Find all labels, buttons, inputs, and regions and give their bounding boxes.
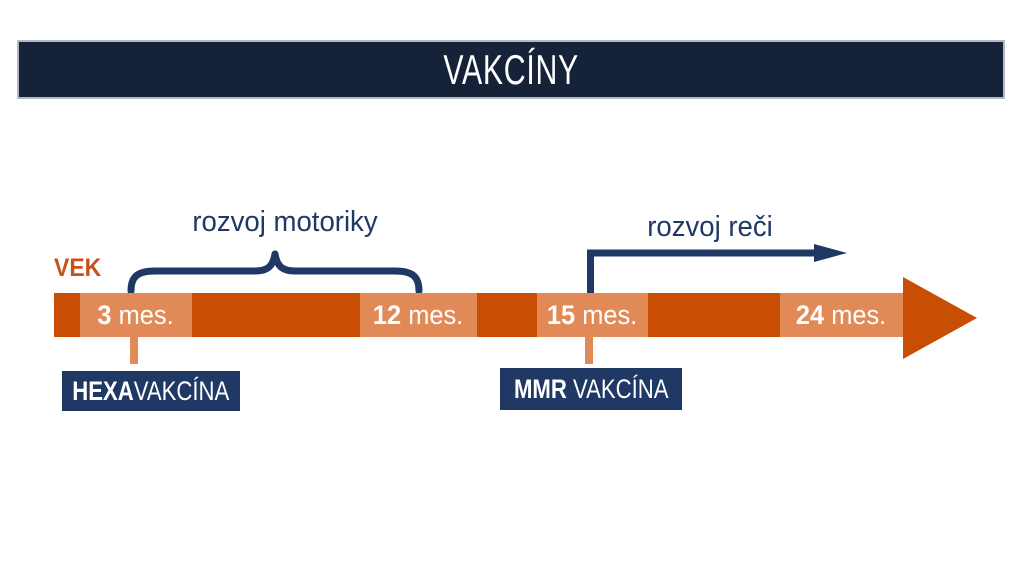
- header-bar: VAKCÍNY: [17, 40, 1005, 99]
- milestone-unit: mes.: [119, 299, 175, 330]
- tick-hexa-connector: [130, 337, 138, 364]
- vaccine-name-rest: VAKCÍNA: [572, 373, 669, 404]
- motor-development-label: rozvoj motoriky: [192, 206, 378, 238]
- milestone-unit: mes.: [831, 299, 887, 330]
- milestone-unit: mes.: [582, 299, 638, 330]
- timeline-segment-24-months: 24 mes.: [780, 293, 903, 337]
- timeline-segment-3-months: 3 mes.: [80, 293, 192, 337]
- milestone-value: 15: [547, 299, 576, 330]
- page-title: VAKCÍNY: [443, 45, 579, 93]
- tick-mmr-connector: [585, 337, 593, 364]
- milestone-unit: mes.: [408, 299, 464, 330]
- vaccine-name-bold: MMR: [513, 373, 573, 404]
- timeline-segment-12-months: 12 mes.: [360, 293, 477, 337]
- milestone-value: 24: [796, 299, 825, 330]
- curly-brace-icon: [127, 250, 423, 294]
- milestone-value: 12: [373, 299, 402, 330]
- vaccine-name-bold: HEXA: [72, 375, 134, 406]
- speech-development-label: rozvoj reči: [647, 211, 773, 243]
- mmr-vaccine-box: MMR VAKCÍNA: [500, 368, 682, 410]
- timeline-bar: 3 mes. 12 mes. 15 mes. 24 mes.: [54, 293, 903, 337]
- hexa-vaccine-box: HEXAVAKCÍNA: [62, 371, 240, 411]
- age-axis-label: VEK: [54, 254, 102, 282]
- timeline-segment-15-months: 15 mes.: [537, 293, 648, 337]
- vaccine-name-rest: VAKCÍNA: [133, 375, 230, 406]
- milestone-value: 3: [97, 299, 113, 330]
- timeline-arrowhead-icon: [903, 277, 977, 359]
- speech-development-arrow-icon: [587, 244, 847, 295]
